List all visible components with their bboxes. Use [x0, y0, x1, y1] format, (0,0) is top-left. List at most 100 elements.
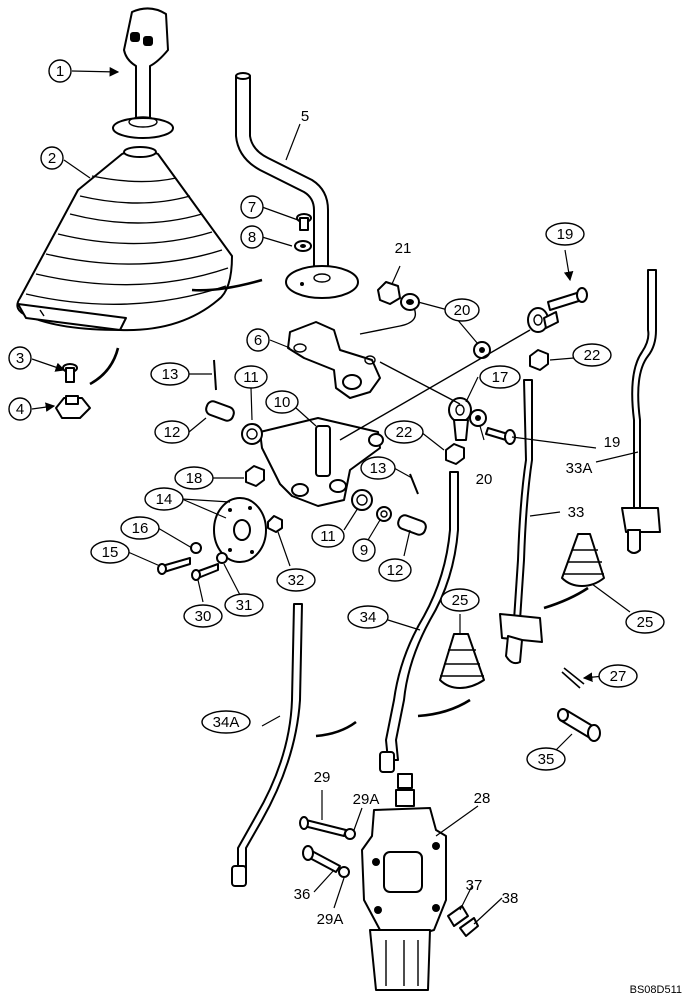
callout-34A: 34A [201, 710, 251, 734]
svg-text:4: 4 [16, 401, 24, 418]
linkage-line-3 [339, 329, 531, 441]
svg-text:22: 22 [396, 424, 413, 441]
svg-text:35: 35 [538, 751, 555, 768]
callout-11-lower: 11 [311, 524, 345, 548]
part-nut-18 [245, 465, 265, 487]
part-rod-end-upper [527, 307, 559, 333]
callout-29A-lower: 29A [317, 911, 344, 928]
part-rod-end-17 [448, 397, 472, 441]
svg-text:34: 34 [360, 609, 377, 626]
indicator-33 [543, 586, 589, 610]
callout-25-right: 25 [625, 610, 665, 634]
svg-text:6: 6 [254, 332, 262, 349]
callout-21: 21 [395, 240, 412, 257]
part-bolt-15 [157, 557, 191, 575]
callout-2: 2 [40, 146, 64, 170]
part-screw-3 [62, 363, 78, 383]
callout-6: 6 [246, 328, 270, 352]
svg-text:27: 27 [610, 668, 627, 685]
callout-36: 36 [294, 886, 311, 903]
part-clip-nut-4 [55, 395, 91, 419]
indicator-34 [417, 698, 471, 718]
part-rod-33 [499, 379, 543, 665]
svg-text:12: 12 [387, 562, 404, 579]
svg-text:15: 15 [102, 544, 119, 561]
svg-text:9: 9 [360, 542, 368, 559]
part-washer-29A-upper [344, 828, 356, 840]
callout-33A: 33A [566, 460, 593, 477]
callout-29: 29 [314, 769, 331, 786]
svg-text:12: 12 [164, 424, 181, 441]
part-bolt-30 [191, 563, 219, 581]
part-nut-21 [377, 281, 401, 305]
svg-text:22: 22 [584, 347, 601, 364]
callout-29A-upper: 29A [353, 791, 380, 808]
svg-text:31: 31 [236, 597, 253, 614]
part-handle-grip [112, 7, 174, 139]
part-small-boot-25-left [439, 633, 485, 689]
svg-text:3: 3 [16, 350, 24, 367]
callout-28: 28 [474, 790, 491, 807]
callout-4: 4 [8, 397, 32, 421]
part-washer-20-lower [469, 409, 487, 427]
callout-labels: 1 2 3 4 6 7 8 9 10 11 11 12 12 13 13 14 … [8, 59, 665, 928]
part-plug-37 [447, 905, 469, 927]
svg-text:34A: 34A [213, 714, 240, 731]
callout-20-upper: 20 [444, 298, 480, 322]
linkage-line [359, 307, 417, 335]
callout-32: 32 [276, 568, 316, 592]
part-lever-rod [235, 72, 359, 299]
callout-15: 15 [90, 540, 130, 564]
svg-text:10: 10 [274, 394, 291, 411]
callout-38: 38 [502, 890, 519, 907]
svg-text:1: 1 [56, 63, 64, 80]
svg-text:16: 16 [132, 520, 149, 537]
part-nut-22-lower [445, 443, 465, 465]
callout-12-lower: 12 [378, 558, 412, 582]
part-rod-33A [621, 269, 661, 554]
indicator-34A [315, 720, 357, 738]
callout-17: 17 [479, 365, 521, 389]
part-control-valve-28 [361, 773, 447, 991]
svg-text:8: 8 [248, 229, 256, 246]
part-bolt-7 [296, 213, 312, 231]
callout-20-lower: 20 [476, 471, 493, 488]
callout-13-upper: 13 [150, 362, 190, 386]
part-bushing-11-lower [351, 489, 373, 511]
callout-37: 37 [466, 877, 483, 894]
svg-text:7: 7 [248, 199, 256, 216]
svg-text:30: 30 [195, 608, 212, 625]
svg-text:18: 18 [186, 470, 203, 487]
svg-text:2: 2 [48, 150, 56, 167]
callout-7: 7 [240, 195, 264, 219]
part-washer-9 [376, 506, 392, 522]
callout-13-lower: 13 [360, 456, 396, 480]
part-washer-31 [216, 552, 228, 564]
callout-35: 35 [526, 747, 566, 771]
part-bolt-19-upper [547, 287, 588, 311]
diagram-code: BS08D511 [629, 984, 682, 996]
callout-33: 33 [568, 504, 585, 521]
part-washer-8 [294, 240, 312, 252]
callout-16: 16 [120, 516, 160, 540]
callout-30: 30 [183, 604, 223, 628]
part-cotter-pin-13-upper [213, 359, 217, 391]
callout-5: 5 [301, 108, 309, 125]
callout-10: 10 [265, 390, 299, 414]
callout-27: 27 [598, 664, 638, 688]
part-shaft-assembly-10 [259, 417, 384, 507]
part-washer-16 [190, 542, 202, 554]
part-nut-32 [267, 515, 283, 533]
part-washer-20-mid [473, 341, 491, 359]
callout-3: 3 [8, 346, 32, 370]
callout-34: 34 [347, 605, 389, 629]
svg-text:25: 25 [452, 592, 469, 609]
part-washer-20-upper [400, 293, 420, 311]
callout-18: 18 [174, 466, 214, 490]
part-rubber-boot [16, 146, 263, 332]
callout-8: 8 [240, 225, 264, 249]
svg-text:17: 17 [492, 369, 509, 386]
part-clevis-pin-35 [557, 708, 601, 742]
svg-text:11: 11 [243, 369, 259, 386]
